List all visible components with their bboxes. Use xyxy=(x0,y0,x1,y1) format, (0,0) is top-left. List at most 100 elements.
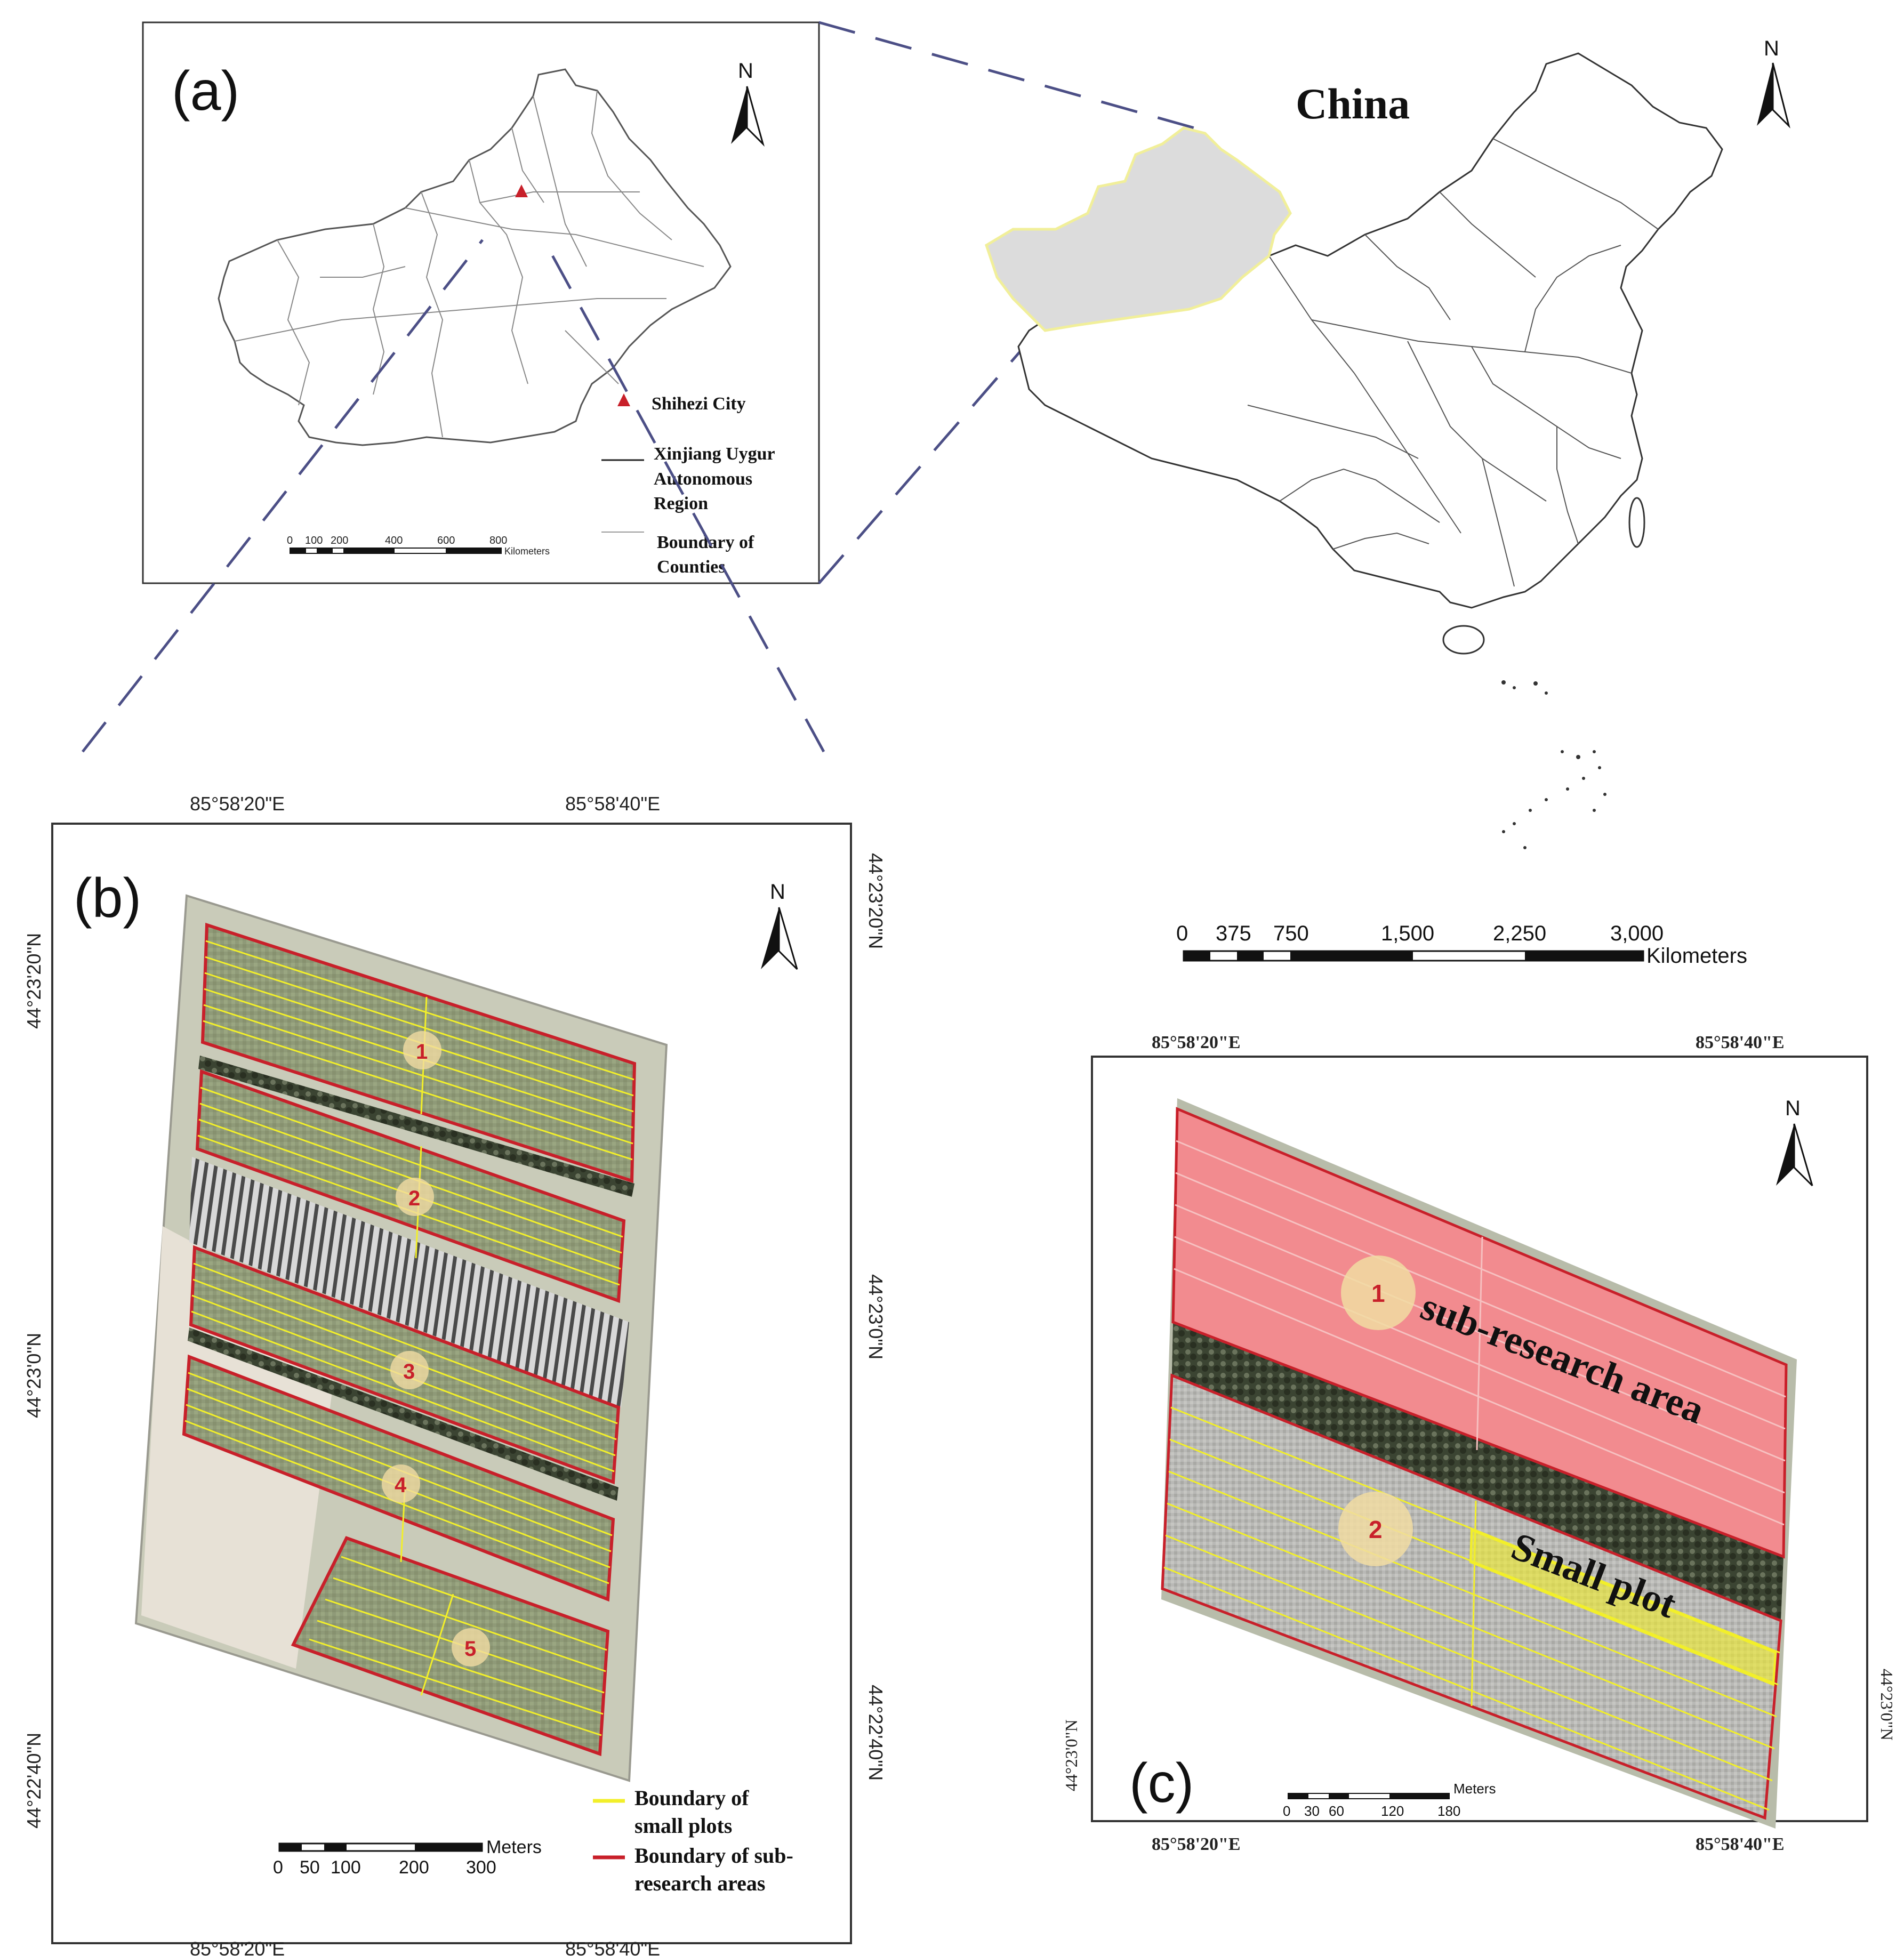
legend-region-line2: Autonomous xyxy=(654,469,752,489)
panel-b-lat-right-2: 44°23'0"N xyxy=(865,1274,887,1359)
plot-label-4: 4 xyxy=(395,1474,407,1497)
legend-region-line3: Region xyxy=(654,494,708,513)
panel-b-lat-left-1: 44°23'20"N xyxy=(23,933,45,1029)
legend-region-line1: Xinjiang Uygur xyxy=(654,444,775,464)
panel-b-lat-left-2: 44°23'0"N xyxy=(23,1333,45,1418)
xinjiang-highlight xyxy=(984,126,1292,332)
scale-a-tick-4: 600 xyxy=(437,535,455,546)
legend-small-line2: small plots xyxy=(634,1814,732,1838)
plot-marker-2 xyxy=(396,1178,434,1216)
scale-b-tick-2: 100 xyxy=(331,1857,361,1878)
scale-china-tick-3: 1,500 xyxy=(1381,922,1434,945)
hainan-island xyxy=(1442,625,1485,655)
north-letter-a: N xyxy=(738,59,753,83)
panel-c-label: (c) xyxy=(1129,1752,1194,1814)
panel-c-lon-bottom-1: 85°58'20"E xyxy=(1152,1834,1241,1854)
scale-a-unit: Kilometers xyxy=(504,546,550,557)
plot-marker-5 xyxy=(452,1628,490,1667)
scale-a-tick-5: 800 xyxy=(489,535,507,546)
xinjiang-outline xyxy=(218,68,732,446)
scale-a-tick-0: 0 xyxy=(287,535,293,546)
scale-c-tick-0: 0 xyxy=(1283,1803,1290,1819)
panel-c-plot-label-2: 2 xyxy=(1369,1516,1383,1543)
north-arrow-a: N xyxy=(731,59,765,147)
panel-b-legend: Boundary of small plots Boundary of sub-… xyxy=(593,1786,793,1895)
panel-c-sub-area-lines xyxy=(1174,1140,1786,1526)
panel-c-lon-bottom-2: 85°58'40"E xyxy=(1696,1834,1785,1854)
panel-b-lon-top-1: 85°58'20"E xyxy=(190,793,285,815)
panel-c-small-plot-area xyxy=(1161,1373,1782,1820)
panel-b-lat-right-3: 44°22'40"N xyxy=(865,1685,887,1781)
panel-b-tree-row-1 xyxy=(198,1056,634,1197)
scale-c-tick-3: 120 xyxy=(1381,1803,1404,1819)
scale-china-tick-4: 2,250 xyxy=(1493,922,1546,945)
panel-c-small-plot-highlight xyxy=(1469,1528,1777,1686)
panel-c-lat-right: 44°23'0"N xyxy=(1877,1669,1897,1741)
panel-b-lon-top-2: 85°58'40"E xyxy=(565,793,660,815)
china-outline xyxy=(1017,52,1723,609)
taiwan-island xyxy=(1628,497,1645,548)
panel-c-lat-left: 44°23'0"N xyxy=(1062,1719,1081,1791)
panel-b-lon-bottom-1: 85°58'20"E xyxy=(190,1938,285,1956)
panel-c-tree-row xyxy=(1172,1322,1784,1621)
scale-china-tick-1: 375 xyxy=(1216,922,1251,945)
scale-b-tick-0: 0 xyxy=(273,1857,283,1878)
scale-china-tick-5: 3,000 xyxy=(1610,922,1664,945)
north-letter-china: N xyxy=(1764,37,1779,60)
province-boundaries xyxy=(1247,138,1659,587)
south-sea-islands xyxy=(1501,680,1606,849)
panel-b-striped-field xyxy=(189,1157,629,1407)
scale-c-tick-4: 180 xyxy=(1437,1803,1460,1819)
north-arrow-china: N xyxy=(1757,37,1790,128)
panel-china: China N xyxy=(984,37,1790,968)
panel-c-plot-label-1: 1 xyxy=(1371,1279,1385,1307)
panel-a: (a) N Shihezi City xyxy=(142,21,820,584)
legend-city-triangle-icon xyxy=(617,393,630,406)
plot-marker-4 xyxy=(382,1464,420,1503)
north-letter-b: N xyxy=(770,880,785,904)
panel-c-plot-marker-1 xyxy=(1341,1255,1416,1330)
panel-b-label: (b) xyxy=(74,867,141,929)
scale-b-tick-4: 300 xyxy=(466,1857,496,1878)
scale-a-tick-3: 400 xyxy=(385,535,403,546)
panel-b: 85°58'20"E 85°58'40"E 85°58'20"E 85°58'4… xyxy=(23,793,887,1956)
scale-b-tick-1: 50 xyxy=(300,1857,320,1878)
legend-small-line1: Boundary of xyxy=(634,1786,749,1810)
scale-c-tick-1: 30 xyxy=(1304,1803,1320,1819)
shihezi-marker-icon xyxy=(515,184,528,197)
legend-sub-line1: Boundary of sub- xyxy=(634,1844,793,1868)
panel-b-scale-bar: 0 50 100 200 300 Meters xyxy=(273,1837,542,1878)
panel-b-lon-bottom-2: 85°58'40"E xyxy=(565,1938,660,1956)
plot-marker-1 xyxy=(403,1031,441,1069)
panel-c: 85°58'20"E 85°58'40"E 85°58'20"E 85°58'4… xyxy=(1062,1033,1897,1854)
legend-county-line2: Counties xyxy=(657,557,725,577)
plot-marker-3 xyxy=(390,1351,429,1389)
panel-b-plot-markers: 1 2 3 4 5 xyxy=(382,1031,490,1667)
county-boundaries xyxy=(234,90,704,438)
north-arrow-c: N xyxy=(1776,1097,1813,1187)
plot-label-3: 3 xyxy=(403,1360,415,1383)
plot-label-1: 1 xyxy=(416,1040,428,1064)
north-letter-c: N xyxy=(1785,1097,1801,1120)
panel-a-label: (a) xyxy=(172,60,239,122)
panel-c-lon-top-2: 85°58'40"E xyxy=(1696,1033,1785,1052)
panel-c-lon-top-1: 85°58'20"E xyxy=(1152,1033,1241,1052)
scale-b-unit: Meters xyxy=(486,1837,542,1857)
scale-a-tick-1: 100 xyxy=(305,535,323,546)
legend-sub-line2: research areas xyxy=(634,1871,766,1895)
panel-b-lat-right-1: 44°23'20"N xyxy=(865,853,887,949)
panel-a-scale-bar: 0 100 200 400 600 800 Kilometers xyxy=(287,535,550,557)
scale-china-tick-0: 0 xyxy=(1176,922,1188,945)
scale-a-tick-2: 200 xyxy=(331,535,348,546)
panel-a-legend: Shihezi City Xinjiang Uygur Autonomous R… xyxy=(601,393,775,577)
panel-b-tree-row-2 xyxy=(188,1327,618,1501)
china-title: China xyxy=(1296,79,1410,128)
panel-c-plot-marker-2 xyxy=(1338,1492,1413,1566)
panel-c-scale-bar: 0 30 60 120 180 Meters xyxy=(1283,1781,1496,1819)
scale-b-tick-3: 200 xyxy=(399,1857,429,1878)
scale-china-unit: Kilometers xyxy=(1646,944,1747,968)
north-arrow-b: N xyxy=(761,880,798,970)
plot-label-5: 5 xyxy=(464,1637,476,1661)
connector-lines xyxy=(82,21,1195,753)
